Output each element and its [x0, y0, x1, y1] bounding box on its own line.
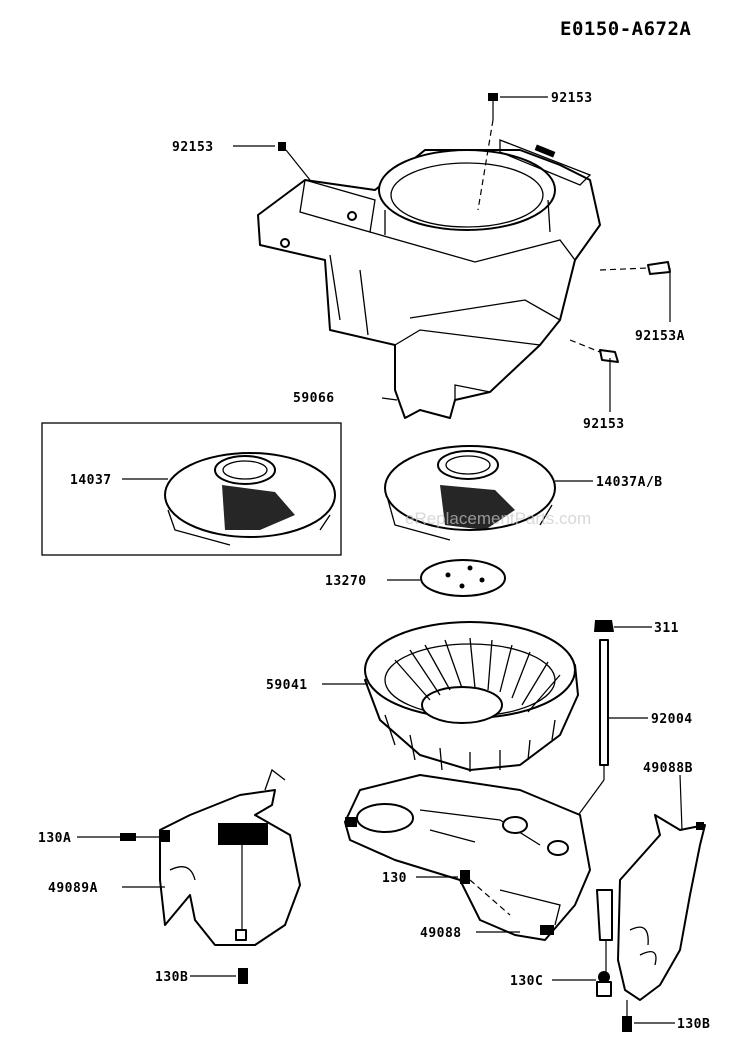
label-92153A: 92153A: [635, 329, 685, 344]
diagram-code: E0150-A672A: [560, 18, 691, 40]
screw-130: [460, 870, 511, 916]
label-92004: 92004: [651, 712, 693, 727]
label-130A: 130A: [38, 831, 71, 846]
plate-13270: [420, 559, 506, 597]
screen-14037: [164, 452, 336, 546]
cover-49088B: [596, 814, 706, 1001]
label-49088: 49088: [420, 926, 462, 941]
baffle-49088: [344, 774, 591, 941]
leader-lines: [77, 96, 683, 1024]
label-130C: 130C: [510, 974, 543, 989]
label-92153-left: 92153: [172, 140, 214, 155]
screw-130C: [596, 971, 612, 997]
screw-92153-lower: [569, 339, 619, 363]
screw-130B-right: [622, 1000, 632, 1032]
label-13270: 13270: [325, 574, 367, 589]
nut-311: [594, 620, 614, 632]
label-49088B: 49088B: [643, 761, 693, 776]
screw-92153A: [599, 261, 671, 275]
option-box: [41, 422, 342, 556]
label-130: 130: [382, 871, 407, 886]
screw-130B-left: [238, 968, 248, 984]
label-92153-lower: 92153: [583, 417, 625, 432]
label-130B-left: 130B: [155, 970, 188, 985]
label-130B-right: 130B: [677, 1017, 710, 1032]
screw-130A: [120, 830, 170, 842]
watermark: eReplacementParts.com: [405, 509, 591, 528]
screw-92153-left: [278, 142, 311, 181]
label-92153-top: 92153: [551, 91, 593, 106]
label-14037AB: 14037A/B: [596, 475, 663, 490]
label-14037: 14037: [70, 473, 112, 488]
label-59041: 59041: [266, 678, 308, 693]
screw-92153-top: [477, 93, 498, 211]
stud-92004: [559, 639, 609, 841]
cover-49089A: [159, 768, 301, 946]
label-311: 311: [654, 621, 679, 636]
fan-59041: [364, 621, 579, 772]
label-49089A: 49089A: [48, 881, 98, 896]
label-59066: 59066: [293, 391, 335, 406]
screen-14037AB: [384, 445, 556, 541]
blower-housing: [257, 139, 601, 419]
